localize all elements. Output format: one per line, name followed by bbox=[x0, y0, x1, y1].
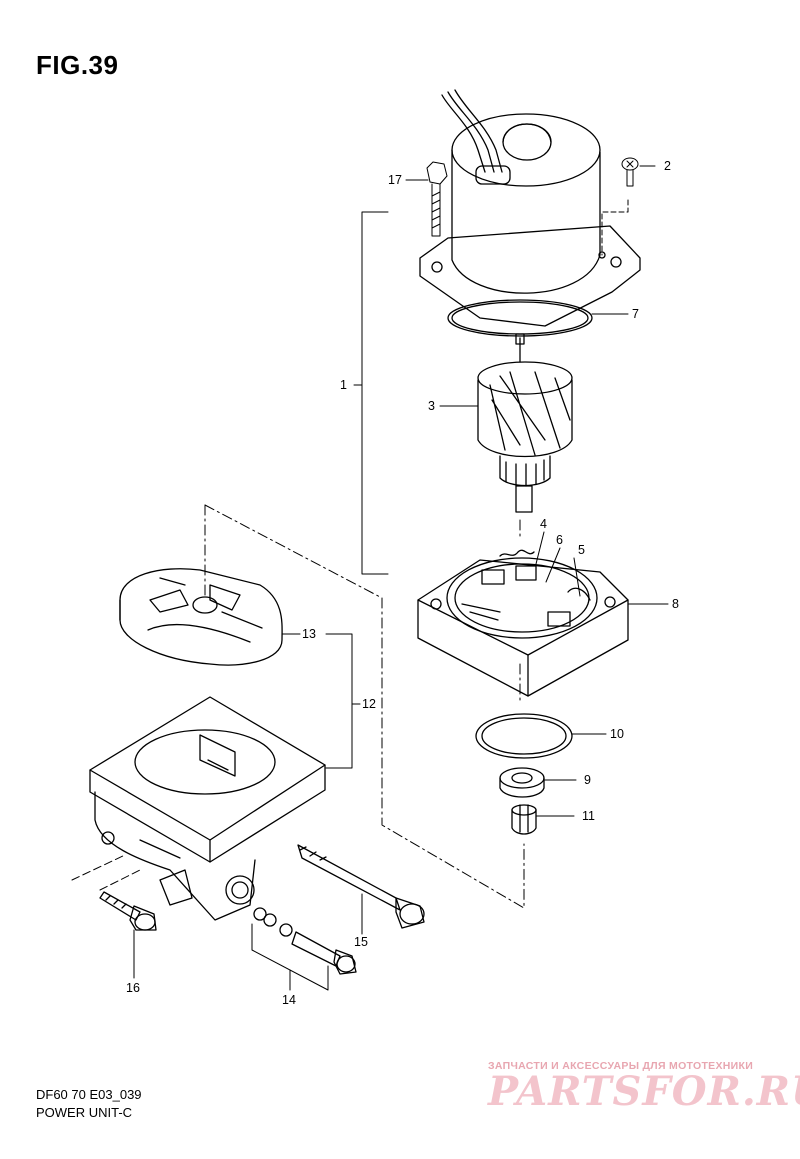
callout-15: 15 bbox=[354, 935, 368, 949]
diagram-name: POWER UNIT-C bbox=[36, 1105, 133, 1120]
valve-kit-14 bbox=[253, 907, 357, 975]
callout-5: 5 bbox=[578, 543, 585, 557]
callout-9: 9 bbox=[584, 773, 591, 787]
figure-title: FIG.39 bbox=[36, 50, 119, 80]
coupling-11 bbox=[511, 804, 537, 835]
callout-14: 14 bbox=[282, 993, 296, 1007]
callout-2: 2 bbox=[664, 159, 671, 173]
diagram-code: DF60 70 E03_039 bbox=[36, 1087, 142, 1102]
callout-11: 11 bbox=[582, 809, 595, 823]
callout-12: 12 bbox=[362, 697, 376, 711]
washer-9 bbox=[499, 767, 545, 798]
watermark-brand: PARTSFOR.RU bbox=[488, 1068, 800, 1115]
bolt-15 bbox=[297, 844, 425, 929]
callout-16: 16 bbox=[126, 981, 140, 995]
callout-6: 6 bbox=[556, 533, 563, 547]
cover-plate-13 bbox=[119, 568, 283, 666]
watermark-tagline: ЗАПЧАСТИ И АКСЕССУАРЫ ДЛЯ МОТОТЕХНИКИ bbox=[488, 1060, 754, 1072]
callout-17: 17 bbox=[388, 173, 402, 187]
callout-13: 13 bbox=[302, 627, 316, 641]
callout-10: 10 bbox=[610, 727, 624, 741]
callout-7: 7 bbox=[632, 307, 639, 321]
motor-assembly bbox=[419, 89, 641, 327]
o-ring-7 bbox=[447, 299, 593, 337]
armature-3 bbox=[477, 333, 573, 513]
o-ring-10 bbox=[475, 713, 573, 759]
brush-holder-8 bbox=[417, 549, 629, 697]
diagram-footer: DF60 70 E03_039 POWER UNIT-C bbox=[36, 1086, 142, 1122]
pump-housing-12 bbox=[89, 696, 326, 921]
callout-3: 3 bbox=[428, 399, 435, 413]
leader-lines bbox=[71, 157, 669, 991]
callout-labels: 17 2 7 1 3 4 6 5 8 13 12 10 9 11 15 16 1… bbox=[126, 159, 679, 1007]
callout-1: 1 bbox=[340, 378, 347, 392]
watermark: ЗАПЧАСТИ И АКСЕССУАРЫ ДЛЯ МОТОТЕХНИКИ PA… bbox=[488, 1060, 800, 1115]
bolt-16 bbox=[99, 891, 157, 931]
callout-8: 8 bbox=[672, 597, 679, 611]
callout-4: 4 bbox=[540, 517, 547, 531]
